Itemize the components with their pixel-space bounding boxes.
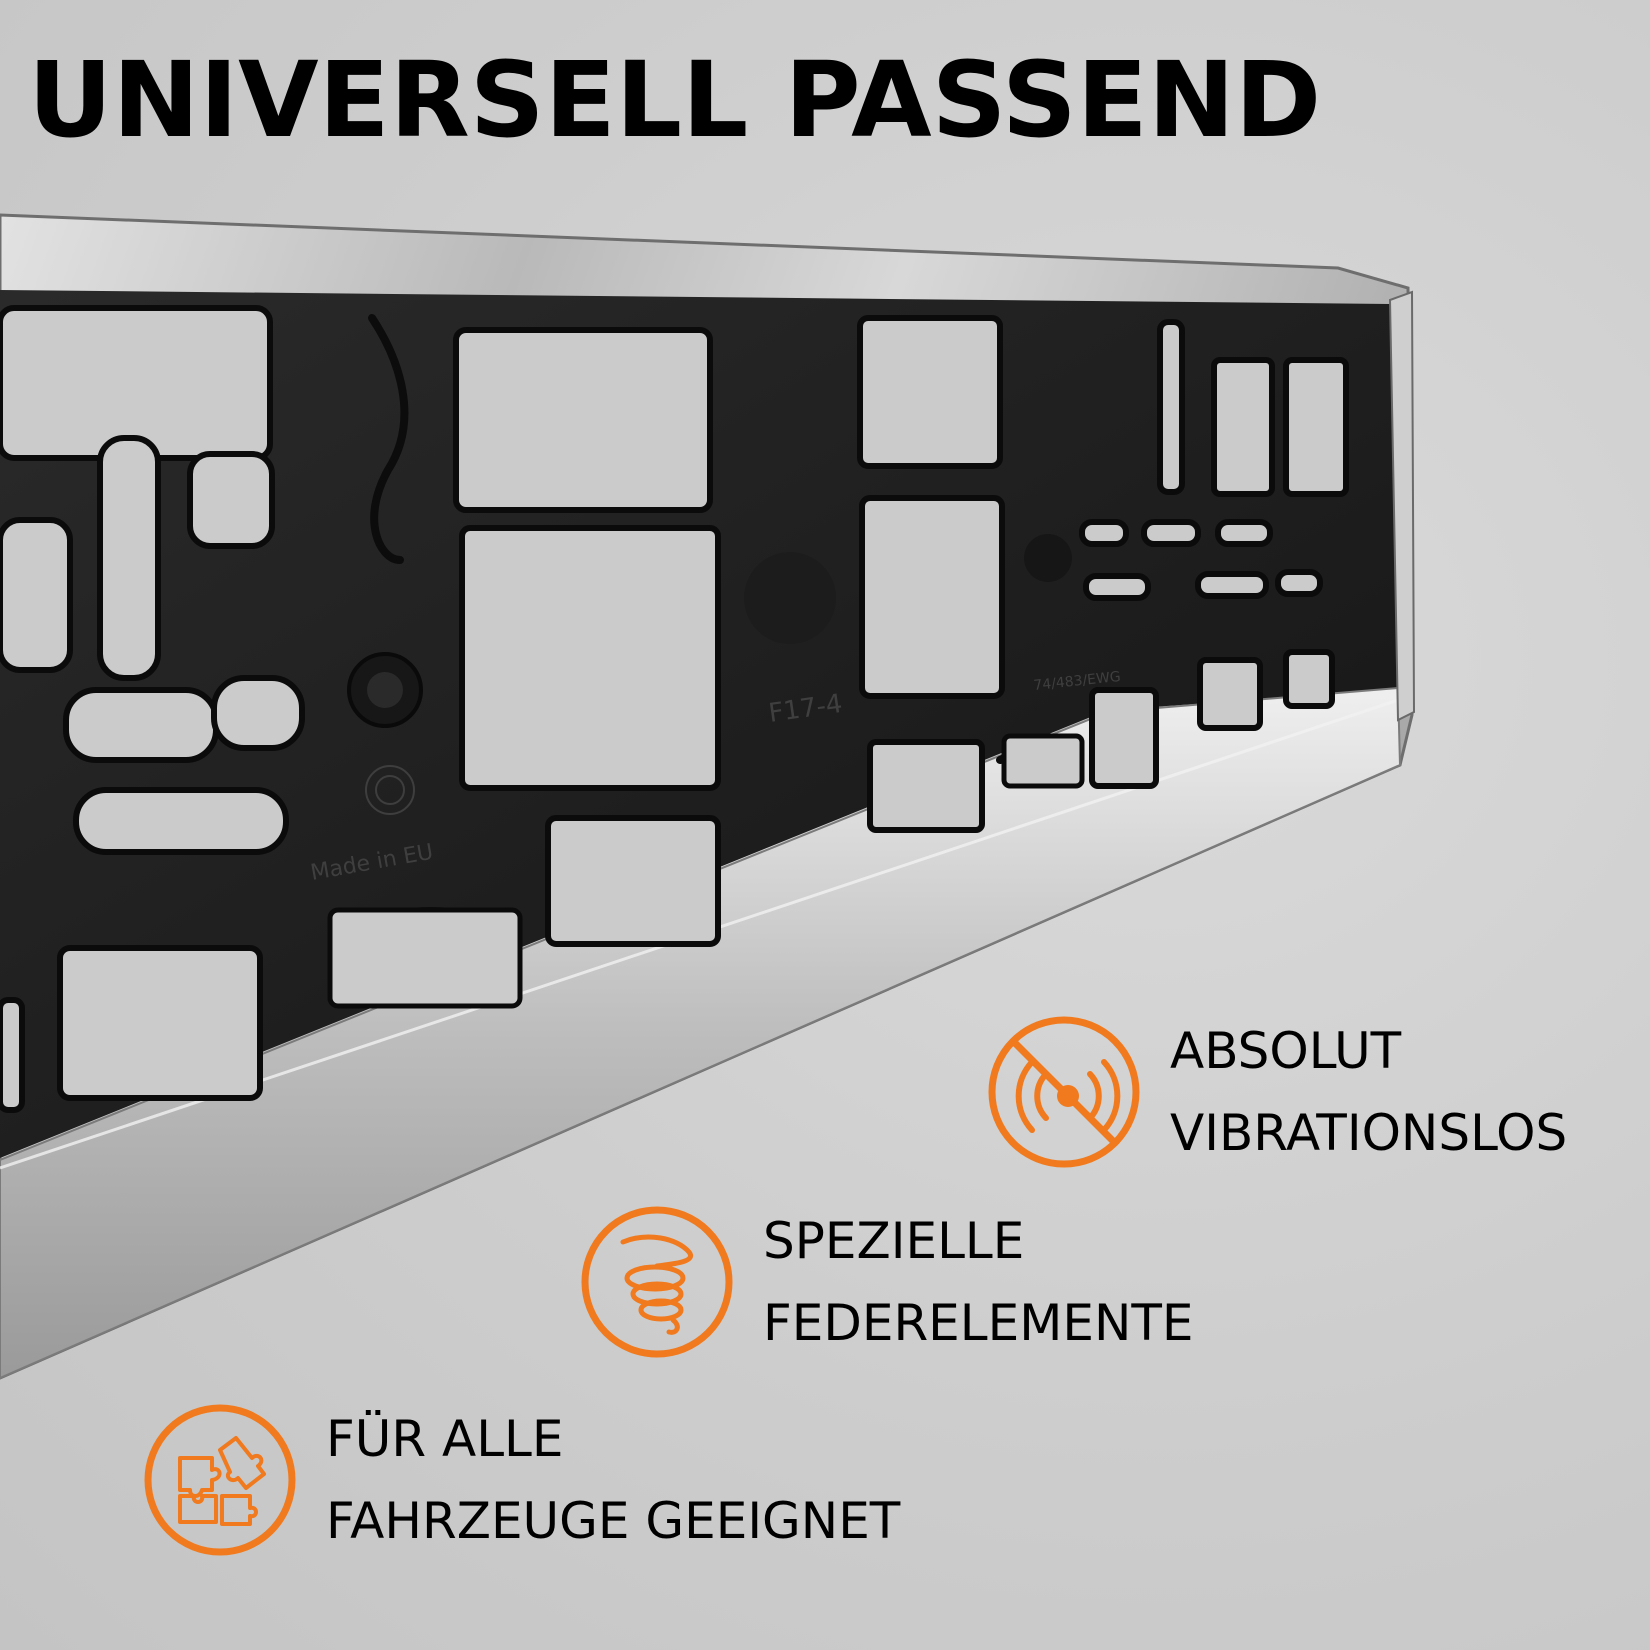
no-vibration-icon	[988, 1016, 1140, 1168]
feature-vibration: ABSOLUT VIBRATIONSLOS	[984, 1010, 1567, 1174]
feature-line: FÜR ALLE	[326, 1410, 564, 1468]
page-title: UNIVERSELL PASSEND	[28, 39, 1322, 161]
puzzle-icon	[144, 1404, 296, 1556]
feature-line: SPEZIELLE	[763, 1212, 1025, 1270]
spring-icon	[581, 1206, 733, 1358]
feature-universal: FÜR ALLE FAHRZEUGE GEEIGNET	[140, 1398, 900, 1562]
feature-line: VIBRATIONSLOS	[1170, 1104, 1568, 1162]
feature-spring: SPEZIELLE FEDERELEMENTE	[577, 1200, 1194, 1364]
feature-line: FEDERELEMENTE	[763, 1294, 1194, 1352]
feature-line: ABSOLUT	[1170, 1022, 1402, 1080]
feature-line: FAHRZEUGE GEEIGNET	[326, 1492, 901, 1550]
